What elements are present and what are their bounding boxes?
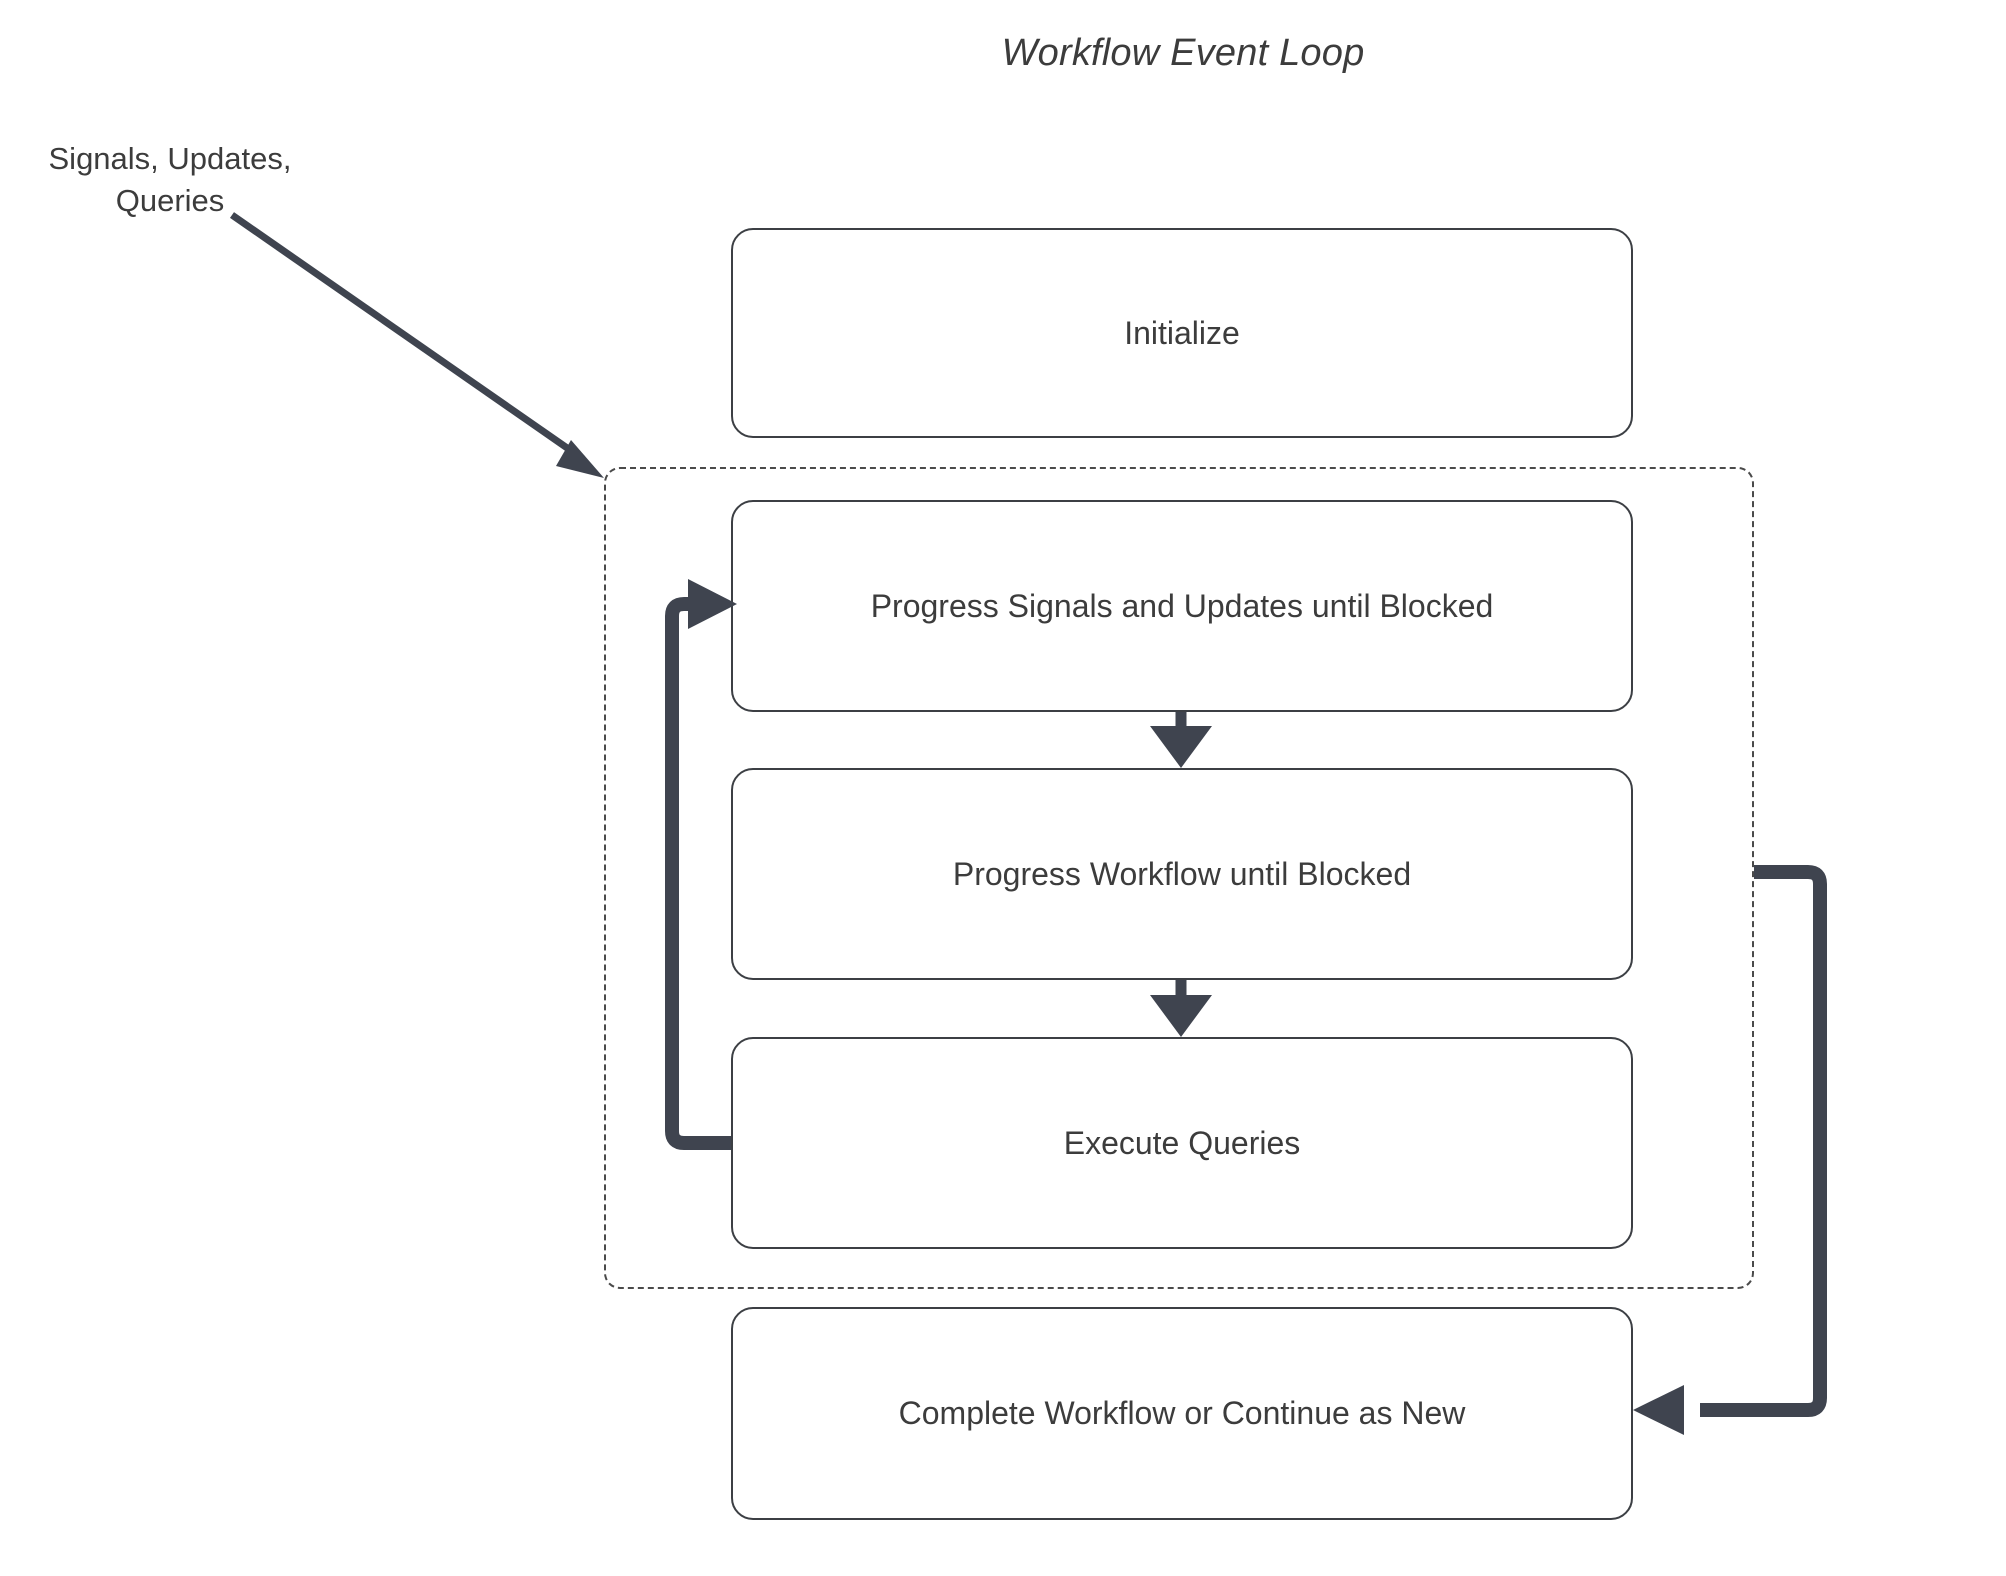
node-initialize-label: Initialize xyxy=(1124,314,1240,351)
external-input-label: Signals, Updates, Queries xyxy=(20,138,320,222)
node-complete-workflow[interactable]: Complete Workflow or Continue as New xyxy=(731,1307,1633,1520)
page-title-text: Workflow Event Loop xyxy=(1001,32,1365,74)
node-execute-queries[interactable]: Execute Queries xyxy=(731,1037,1633,1249)
node-execute-queries-label: Execute Queries xyxy=(1063,1124,1301,1161)
page-title: Workflow Event Loop xyxy=(0,32,2006,75)
node-initialize[interactable]: Initialize xyxy=(731,228,1633,438)
node-progress-signals[interactable]: Progress Signals and Updates until Block… xyxy=(731,500,1633,712)
edge-external-to-loop xyxy=(230,212,604,478)
node-progress-workflow-label: Progress Workflow until Blocked xyxy=(952,855,1412,892)
node-progress-signals-label: Progress Signals and Updates until Block… xyxy=(870,587,1494,624)
external-input-label-line1: Signals, Updates, xyxy=(48,141,292,176)
node-complete-workflow-label: Complete Workflow or Continue as New xyxy=(898,1395,1466,1431)
node-progress-workflow[interactable]: Progress Workflow until Blocked xyxy=(731,768,1633,980)
external-input-label-line2: Queries xyxy=(115,183,225,218)
